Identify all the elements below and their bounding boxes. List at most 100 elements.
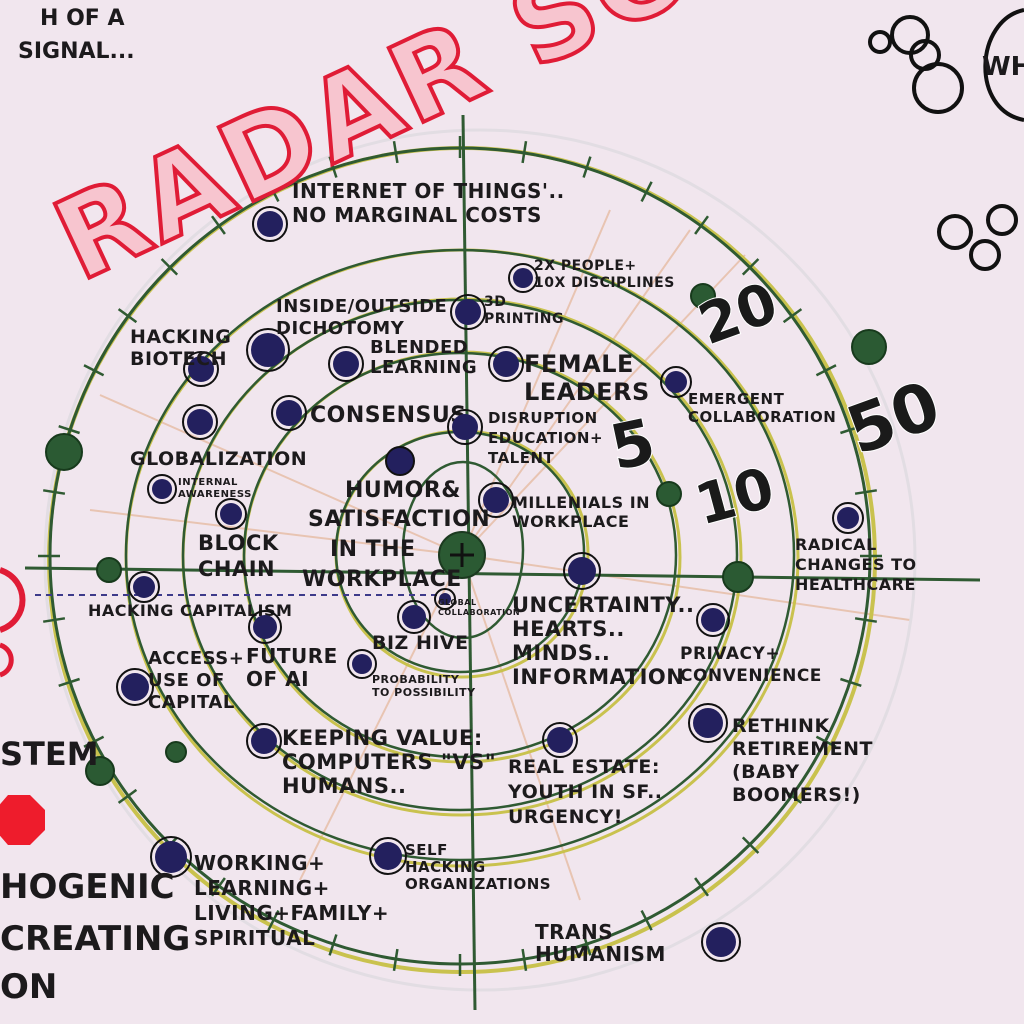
corner-line: H OF A [40, 6, 125, 31]
signal-label: CHAIN [198, 557, 275, 581]
signal-label: EMERGENT [688, 390, 785, 408]
signal-label: MINDS.. [512, 641, 610, 665]
signal-dot [352, 654, 372, 674]
signal-dot-outline [434, 588, 456, 610]
signal-label: CONVENIENCE [680, 666, 822, 686]
signal-item: INTERNET OF THINGS'..NO MARGINAL COSTS [252, 179, 564, 242]
signal-dot-outline [701, 922, 741, 962]
tick-mark [328, 156, 338, 178]
signal-dot-outline [215, 498, 247, 530]
signal-label: BLOCK [198, 531, 279, 555]
tick-mark [43, 617, 66, 623]
signal-label: BOOMERS!) [732, 784, 861, 806]
signal-label: MILLENIALS IN [512, 493, 650, 512]
signal-label: CHANGES TO [795, 555, 917, 574]
signal-dot-outline [347, 649, 377, 679]
signal-label: CONSENSUS [310, 403, 467, 428]
signal-dot [837, 507, 859, 529]
signal-dot-outline [116, 668, 154, 706]
ring-node [656, 481, 682, 507]
ring-node [722, 561, 754, 593]
tick-mark [267, 181, 280, 202]
signal-label: UNCERTAINTY.. [512, 593, 694, 617]
signal-item: UNCERTAINTY..HEARTS..MINDS..INFORMATION [512, 552, 694, 689]
signal-dot-outline [508, 263, 538, 293]
signal-dot-outline [488, 346, 524, 382]
center-label-line: SATISFACTION [308, 507, 490, 532]
signal-label: RADICAL [795, 535, 877, 554]
tick-mark [117, 308, 138, 324]
signal-label: ORGANIZATIONS [405, 875, 551, 893]
signal-dot [547, 727, 573, 753]
signal-dot-outline [271, 395, 307, 431]
ring-node [96, 557, 122, 583]
signal-dot-outline [832, 502, 864, 534]
signal-dot [251, 728, 277, 754]
signal-label: HUMANS.. [282, 774, 406, 798]
signal-label: LEADERS [524, 378, 650, 406]
signal-label: LIVING+FAMILY+ [194, 901, 389, 925]
signal-item: 2X PEOPLE+10X DISCIPLINES [508, 258, 674, 293]
tick-mark [43, 489, 66, 495]
signal-dot-outline [450, 294, 486, 330]
tick-mark [815, 364, 837, 377]
tick-mark [521, 141, 528, 164]
signal-label: TRANS [535, 920, 613, 944]
signal-label: WORKPLACE [512, 512, 629, 531]
signal-label: RETHINK [732, 715, 830, 737]
signal-label: BIOTECH [130, 348, 227, 370]
signal-dot [483, 487, 509, 513]
left-edge-text: STEM HOGENIC CREATING ON [0, 735, 190, 1007]
tick-mark [328, 934, 338, 956]
signal-dot [220, 503, 242, 525]
signal-label: TALENT [488, 449, 555, 467]
signal-dot [513, 268, 533, 288]
signal-label: HEALTHCARE [795, 575, 916, 594]
tick-mark [521, 948, 528, 971]
red-octagon [0, 795, 45, 845]
edge-line: ON [0, 967, 57, 1007]
signal-label: (BABY [732, 761, 800, 783]
ring-10 [181, 298, 739, 812]
tick-mark [694, 877, 710, 897]
signal-dot-outline [147, 474, 177, 504]
signal-label: BIZ HIVE [372, 632, 469, 654]
signal-label: URGENCY! [508, 806, 623, 828]
edge-line: CREATING [0, 919, 190, 959]
signal-label: WORKING+ [194, 851, 325, 875]
signal-label: HEARTS.. [512, 617, 625, 641]
signal-label: LEARNING [370, 357, 477, 378]
tick-mark [267, 910, 280, 931]
tick-mark [640, 181, 653, 202]
ring-node [45, 433, 83, 471]
edge-line: HOGENIC [0, 867, 175, 907]
signal-dot-outline [696, 603, 730, 637]
center-label-line: IN THE [330, 537, 416, 562]
ring-node [165, 741, 187, 763]
tick-mark [840, 425, 862, 435]
tick-mark [392, 141, 399, 164]
signal-label: INFORMATION [512, 665, 684, 689]
signal-dot-outline [542, 722, 578, 758]
tick-mark [117, 788, 138, 804]
red-marks [0, 567, 45, 845]
signal-label: CAPITAL [148, 692, 235, 713]
signal-label: TO POSSIBILITY [372, 686, 476, 699]
signal-dot [187, 409, 213, 435]
signal-dot-outline [563, 552, 601, 590]
tick-mark [582, 156, 592, 178]
signal-dot [333, 351, 359, 377]
tick-mark [741, 836, 760, 854]
signal-dot-outline [252, 206, 288, 242]
corner-text-top-left: H OF A SIGNAL... [18, 6, 135, 64]
tick-mark [854, 617, 877, 623]
signals-layer: INTERNET OF THINGS'..NO MARGINAL COSTS 2X… [88, 179, 917, 966]
